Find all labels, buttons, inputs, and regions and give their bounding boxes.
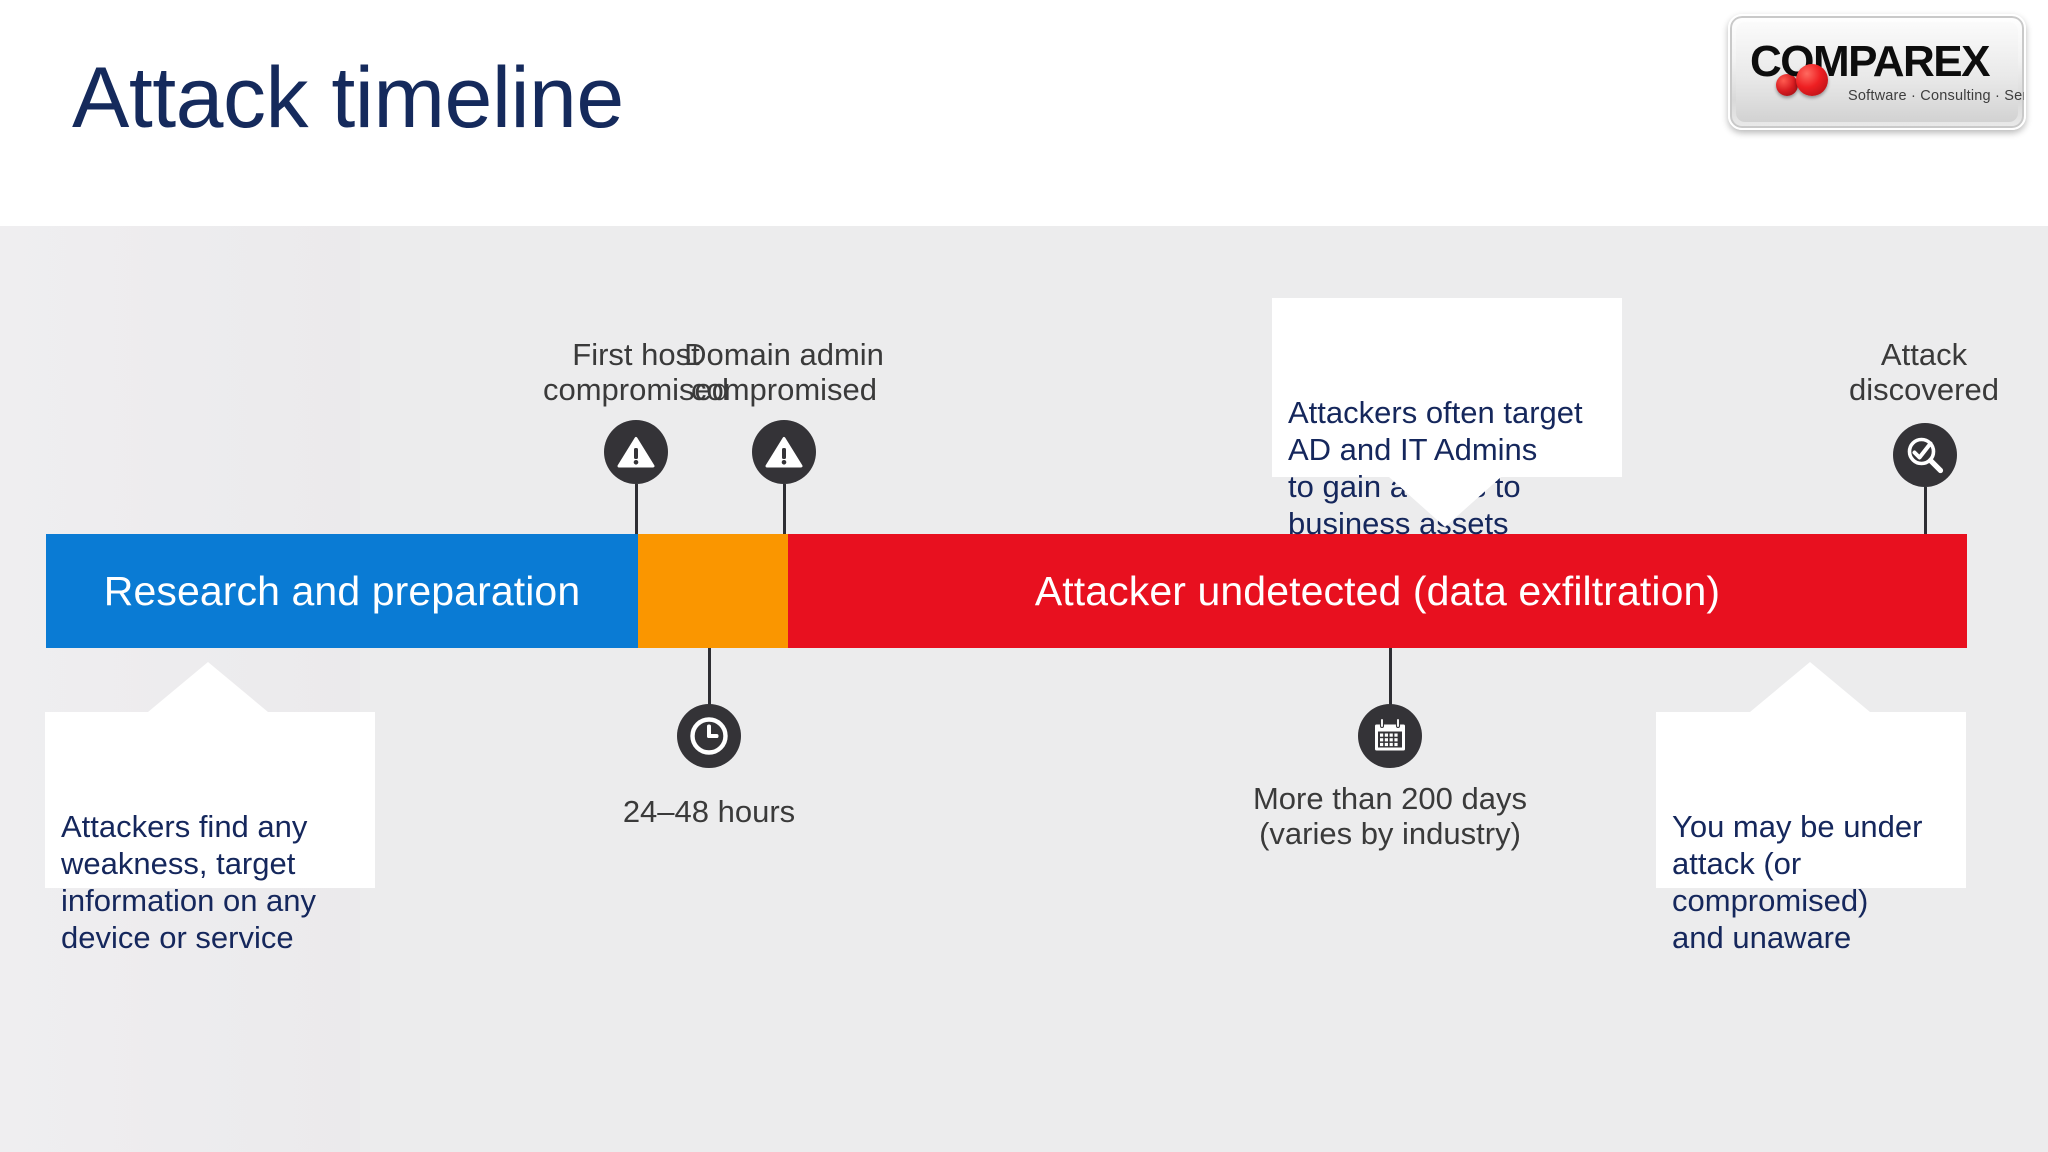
page-title: Attack timeline xyxy=(72,50,624,146)
magnifier-check-icon-attack-discovered[interactable] xyxy=(1893,423,1957,487)
warning-icon-first-host[interactable] xyxy=(604,420,668,484)
logo-sphere-shadow-icon xyxy=(1776,74,1798,96)
callout-attackers-often-target-ad: Attackers often target AD and IT Admins … xyxy=(1272,298,1622,541)
body-background xyxy=(0,226,2048,1152)
stem-first-host xyxy=(635,484,638,536)
stem-attack-discovered xyxy=(1924,487,1927,536)
logo-tagline: Software · Consulting · Services xyxy=(1848,88,2024,104)
stem-200-days xyxy=(1389,646,1392,706)
warning-icon-domain-admin[interactable] xyxy=(752,420,816,484)
callout-tail-up-right xyxy=(1750,662,1870,712)
callout-text-top-right: Attackers often target AD and IT Admins … xyxy=(1288,395,1583,541)
logo-sphere-icon xyxy=(1796,64,1828,96)
clock-icon-24-48-hours[interactable] xyxy=(677,704,741,768)
callout-text-bottom-right: You may be under attack (or compromised)… xyxy=(1672,809,1923,955)
calendar-icon-200-days[interactable] xyxy=(1358,704,1422,768)
callout-text-left: Attackers find any weakness, target info… xyxy=(61,809,317,955)
label-attack-discovered: Attack discovered xyxy=(1849,337,1999,407)
header-band xyxy=(0,0,2048,226)
callout-attackers-find-any-weakness: Attackers find any weakness, target info… xyxy=(45,662,375,955)
stem-domain-admin xyxy=(783,484,786,536)
callout-you-may-be-under-attack: You may be under attack (or compromised)… xyxy=(1656,662,1966,955)
label-24-48-hours: 24–48 hours xyxy=(622,794,796,829)
comparex-logo: COMPAREX Software · Consulting · Service… xyxy=(1728,14,2026,130)
timeline-segment-research[interactable]: Research and preparation xyxy=(46,534,638,648)
timeline-segment-pivot[interactable] xyxy=(638,534,788,648)
label-more-than-200-days: More than 200 days (varies by industry) xyxy=(1252,781,1527,851)
callout-tail-up-left xyxy=(148,662,268,712)
logo-plate xyxy=(1736,22,2018,122)
stem-24-48-hours xyxy=(708,646,711,706)
label-first-host-compromised: First host compromised xyxy=(542,337,730,407)
callout-tail-down-right xyxy=(1389,477,1501,527)
logo-wordmark: COMPAREX xyxy=(1750,37,1990,86)
timeline-segment-undetected[interactable]: Attacker undetected (data exfiltration) xyxy=(788,534,1967,648)
timeline-bar: Research and preparation Attacker undete… xyxy=(46,534,1967,648)
label-domain-admin-compromised: Domain admin compromised xyxy=(684,337,884,407)
